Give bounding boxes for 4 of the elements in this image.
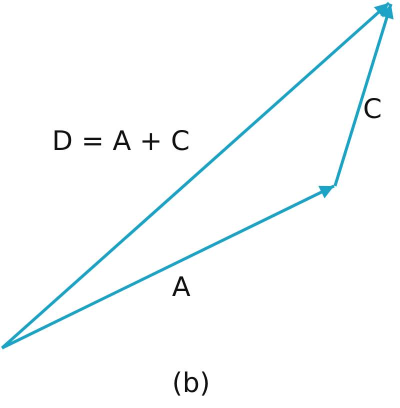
vector-label: C [363, 96, 382, 123]
vector-label: D = A + C [52, 128, 190, 155]
vector-label: A [172, 274, 190, 301]
caption: (b) [172, 370, 210, 397]
